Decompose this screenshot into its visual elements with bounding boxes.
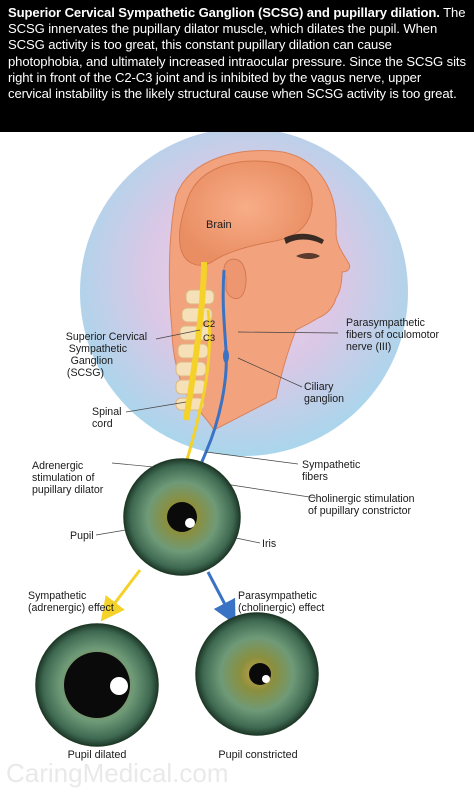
parasympathetic-fibers-line: nerve (III) [346, 341, 391, 353]
brain [179, 160, 313, 266]
cholinergic-line: of pupillary constrictor [308, 505, 412, 517]
cholinergic-label: Cholinergic stimulation of pupillary con… [308, 493, 418, 517]
caption-body: The SCSG innervates the pupillary dilato… [8, 5, 466, 102]
spinal-cord-label: Spinal cord [92, 406, 124, 430]
adrenergic-line: stimulation of [32, 472, 94, 484]
sympathetic-fiber-line [182, 309, 212, 471]
pupil-label: Pupil [70, 530, 94, 542]
watermark: CaringMedical.com [6, 758, 229, 788]
header-caption: Superior Cervical Sympathetic Ganglion (… [0, 0, 474, 132]
cholinergic-line: Cholinergic stimulation [308, 493, 415, 505]
iris-label: Iris [262, 538, 276, 550]
adrenergic-line: pupillary dilator [32, 484, 104, 496]
c2-label: C2 [203, 319, 215, 330]
constricted-eye [195, 612, 319, 736]
ciliary-ganglion-label: Ciliary ganglion [304, 381, 344, 405]
sympathetic-effect-line: (adrenergic) effect [28, 602, 114, 614]
c3-label: C3 [203, 333, 215, 344]
scsg-label-line: Sympathetic [69, 343, 128, 355]
parasympathetic-fibers-label: Parasympathetic fibers of oculomotor ner… [346, 317, 442, 353]
parasympathetic-effect-line: Parasympathetic [238, 590, 318, 602]
scsg-label-line: Ganglion [71, 355, 114, 367]
pupil-constricted-label: Pupil constricted [218, 749, 297, 761]
dilated-eye [35, 623, 159, 747]
sympathetic-fibers-line: Sympathetic [302, 459, 361, 471]
ciliary-ganglion-line: Ciliary [304, 381, 334, 393]
brain-label: Brain [206, 219, 232, 231]
scsg-label-line: (SCSG) [67, 367, 104, 379]
parasympathetic-effect-line: (cholinergic) effect [238, 602, 324, 614]
spinal-cord-line: Spinal [92, 406, 121, 418]
caption-title: Superior Cervical Sympathetic Ganglion (… [8, 5, 440, 20]
sympathetic-effect-label: Sympathetic (adrenergic) effect [28, 590, 114, 614]
dilated-pupil [64, 652, 130, 718]
eyebrow [284, 233, 324, 244]
parasympathetic-fibers-line: Parasympathetic [346, 317, 426, 329]
central-eye [123, 458, 241, 576]
ear [223, 258, 247, 299]
cervical-spine [175, 289, 215, 411]
sympathetic-fibers-line: fibers [302, 471, 328, 483]
parasympathetic-effect-arrow [206, 571, 236, 625]
sympathetic-effect-line: Sympathetic [28, 590, 87, 602]
ciliary-ganglion-node [223, 349, 229, 363]
scsg-label-line: Superior Cervical [66, 331, 147, 343]
parasympathetic-effect-label: Parasympathetic (cholinergic) effect [238, 590, 324, 614]
central-pupil [167, 502, 197, 532]
scsg-label: Superior Cervical Sympathetic Ganglion (… [66, 331, 150, 379]
adrenergic-label: Adrenergic stimulation of pupillary dila… [32, 460, 104, 496]
parasympathetic-fibers-line: fibers of oculomotor [346, 329, 440, 341]
eye-outline [296, 253, 320, 259]
adrenergic-line: Adrenergic [32, 460, 84, 472]
diagram: C2 C3 Brain Superior Cervical Sympatheti… [6, 132, 442, 788]
ciliary-ganglion-line: ganglion [304, 393, 344, 405]
sympathetic-effect-arrow [100, 569, 142, 622]
leader-lines [95, 329, 339, 544]
sympathetic-fibers-label: Sympathetic fibers [302, 459, 363, 483]
spinal-cord [183, 261, 207, 421]
pupil-dilated-label: Pupil dilated [68, 749, 127, 761]
spinal-cord-line: cord [92, 418, 113, 430]
